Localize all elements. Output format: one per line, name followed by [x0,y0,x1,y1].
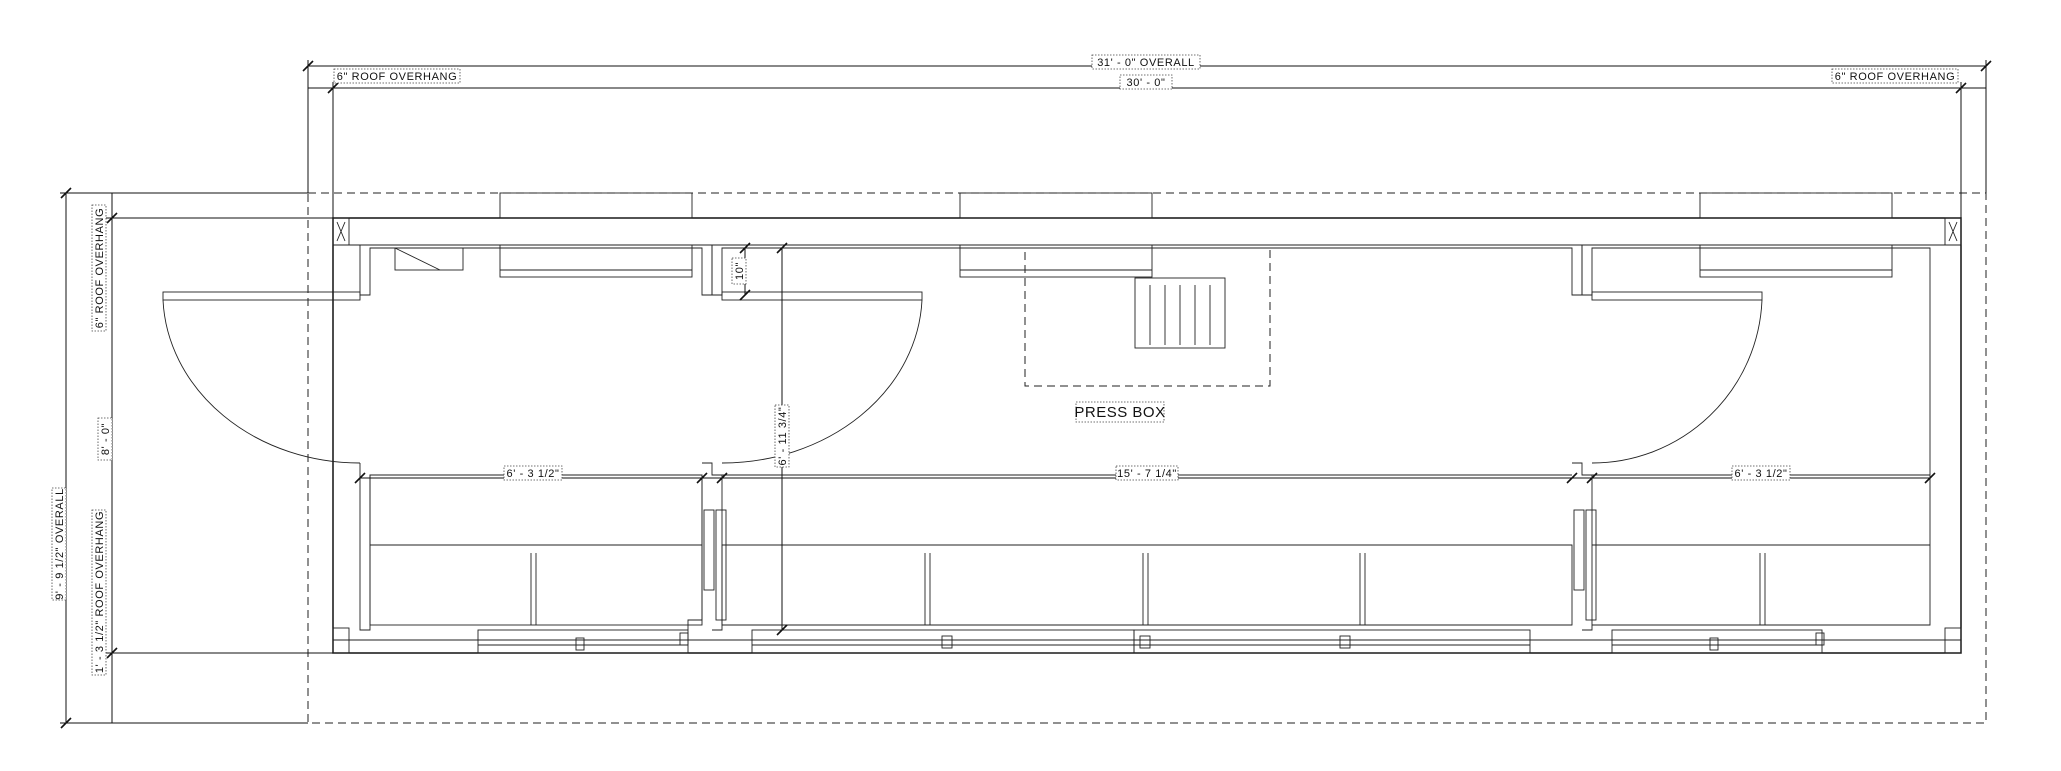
dim-label-overall-depth: 9' - 9 1/2" OVERALL [51,487,67,601]
top-windows [499,192,1893,278]
overall-width-text: 31' - 0" OVERALL [1097,57,1195,69]
roof-overhang-left-text: 6" ROOF OVERHANG [337,71,457,83]
exterior-walls [332,217,1962,654]
door-swings [162,291,1763,464]
depth-text: 8' - 0" [100,423,112,455]
interior-walls [359,245,1931,631]
roof-overhang-bottom-text: 1' - 3 1/2" ROOF OVERHANG [94,511,106,673]
room-title: PRESS BOX [1074,401,1165,423]
left-box [394,247,464,271]
dim-label-right-room: 6' - 3 1/2" [1731,465,1791,481]
stair [1024,247,1271,387]
left-room-text: 6' - 3 1/2" [507,468,560,480]
inner-width-text: 30' - 0" [1127,77,1166,89]
dim-label-roof-overhang-right: 6" ROOF OVERHANG [1831,68,1959,84]
dim-label-inner-width: 30' - 0" [1119,74,1173,90]
interior-depth-text: 6' - 11 3/4" [777,407,789,466]
press-box-title: PRESS BOX [1074,404,1165,421]
dim-label-roof-overhang-top: 6" ROOF OVERHANG [91,204,107,332]
dim-label-center-room: 15' - 7 1/4" [1115,465,1179,481]
roof-overhang-right-text: 6" ROOF OVERHANG [1835,71,1955,83]
small-offset-text: 10" [734,262,746,280]
overall-depth-text: 9' - 9 1/2" OVERALL [54,488,66,600]
dimension-lines [60,60,1992,729]
roof-outline [307,192,1987,724]
dim-label-overall-width: 31' - 0" OVERALL [1091,54,1201,70]
dim-label-depth: 8' - 0" [97,417,113,461]
roof-overhang-top-text: 6" ROOF OVERHANG [94,208,106,328]
dim-label-interior-depth: 6' - 11 3/4" [774,404,790,468]
center-room-text: 15' - 7 1/4" [1117,468,1177,480]
dim-label-roof-overhang-left: 6" ROOF OVERHANG [333,68,461,84]
bottom-windows [477,553,1825,654]
right-room-text: 6' - 3 1/2" [1735,468,1788,480]
dim-label-left-room: 6' - 3 1/2" [503,465,563,481]
dim-label-roof-overhang-bottom: 1' - 3 1/2" ROOF OVERHANG [91,509,107,676]
dim-label-small-offset: 10" [731,257,747,285]
